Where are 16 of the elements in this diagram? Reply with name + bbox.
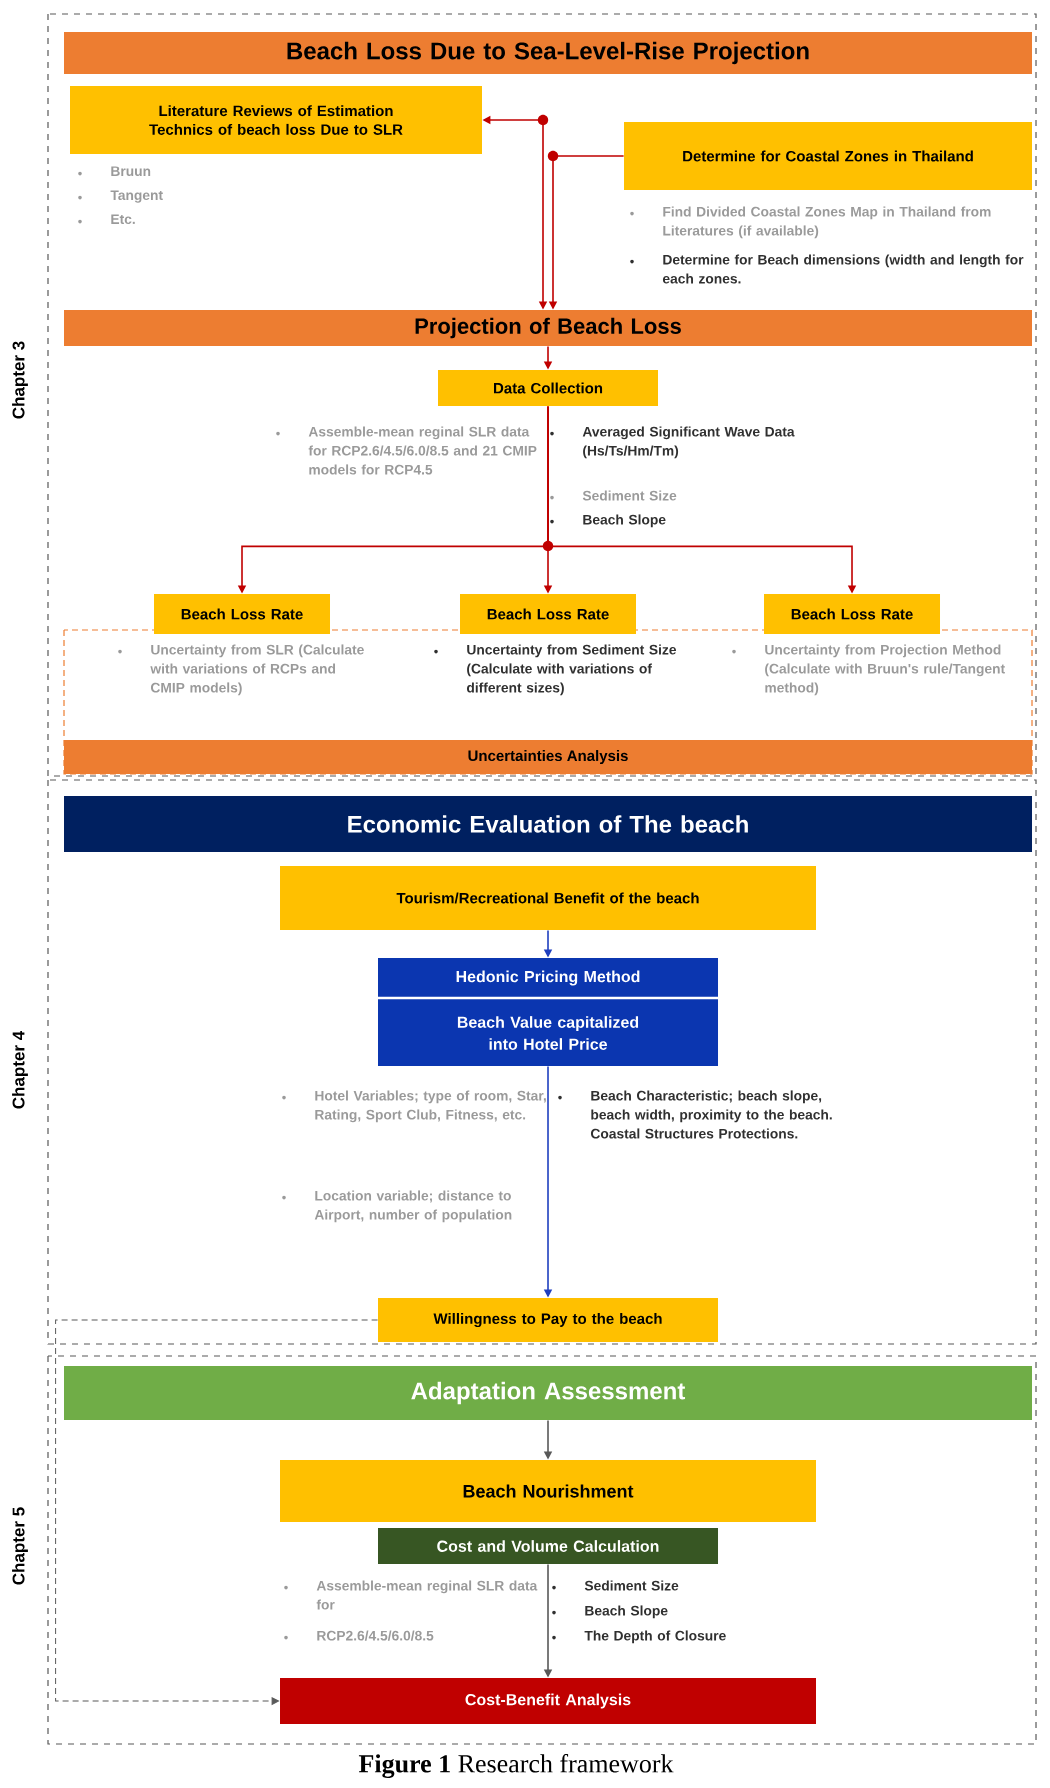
chapter-label: Chapter 4 <box>12 1030 28 1109</box>
process-box: Beach Nourishment <box>280 1460 816 1522</box>
chapter-label: Chapter 5 <box>12 1507 28 1585</box>
section-banner: Projection of Beach Loss <box>64 310 1032 346</box>
method-box: Hedonic Pricing Method Beach Value capitalized into Hotel Price <box>378 958 718 1066</box>
title-banner: Adaptation Assessment <box>64 1366 1032 1420</box>
chapter-label: Chapter 3 <box>12 341 28 419</box>
title-banner: Beach Loss Due to Sea-Level-Rise Projection <box>64 32 1032 74</box>
chapter-frame <box>47 779 1037 1345</box>
figure-caption: Figure 1 Research framework <box>358 1754 674 1779</box>
chapter-frame <box>47 13 1037 777</box>
result-box: Cost-Benefit Analysis <box>280 1678 816 1724</box>
process-box: Cost and Volume Calculation <box>378 1528 718 1564</box>
chapter-frame <box>47 1355 1037 1745</box>
arrow <box>55 1319 379 1705</box>
title-banner: Economic Evaluation of The beach <box>64 796 1032 852</box>
